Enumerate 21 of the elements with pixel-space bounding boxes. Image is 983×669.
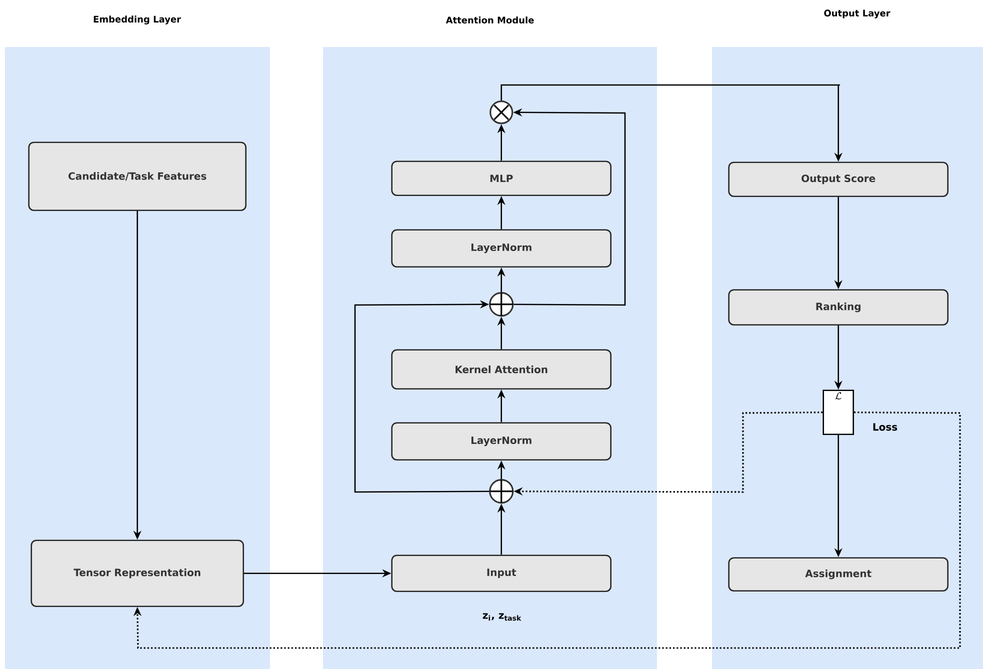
column-heading: Attention Module [446, 16, 534, 24]
arrow [133, 412, 961, 649]
process-box: Kernel Attention [391, 349, 612, 390]
plus-circle [489, 479, 514, 504]
process-box: Assignment [728, 557, 948, 592]
loss-box: $\mathcal{L}$ [822, 390, 854, 435]
process-box: Output Score [728, 162, 948, 197]
column-heading: Output Layer [824, 10, 890, 18]
process-box: Tensor Representation [30, 540, 244, 607]
side-caption: Loss [873, 423, 898, 431]
process-box: Ranking [728, 289, 948, 326]
process-box: LayerNorm [391, 422, 612, 460]
times-circle [490, 100, 514, 124]
process-box: Input [391, 554, 612, 592]
column-heading: Embedding Layer [94, 16, 181, 24]
process-box: LayerNorm [391, 229, 612, 268]
process-box: MLP [391, 160, 612, 196]
plus-circle [489, 292, 514, 317]
process-box: Candidate/Task Features [28, 142, 246, 211]
side-caption: z$_{i}$, z$_{task}$ [482, 613, 522, 621]
arrow [354, 300, 490, 493]
